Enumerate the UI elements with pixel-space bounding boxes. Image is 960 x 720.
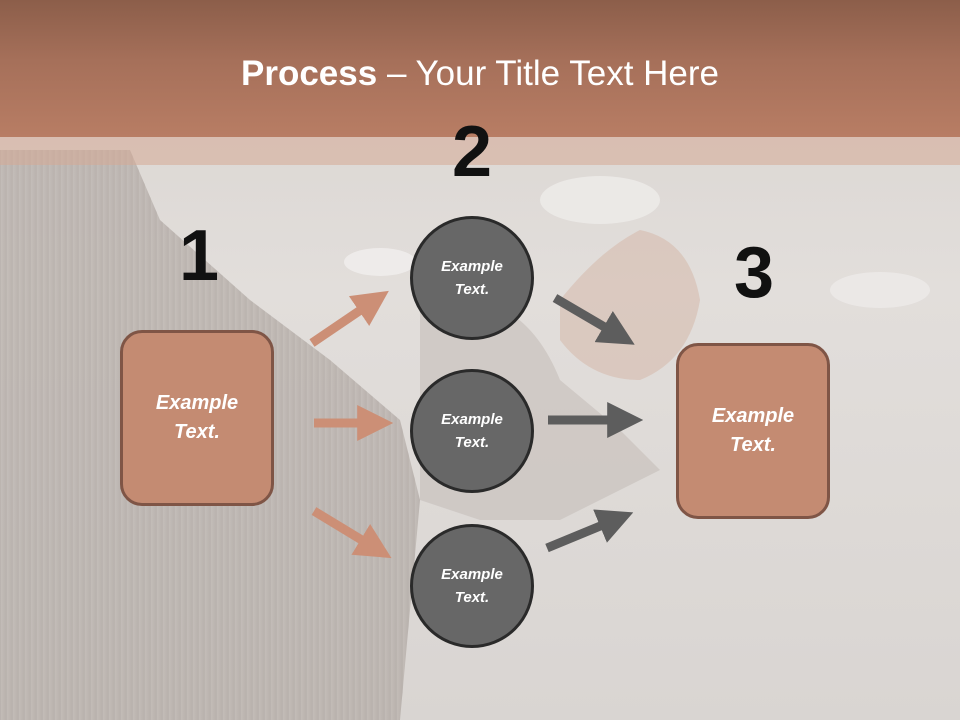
- left-text-box[interactable]: Example Text.: [120, 330, 274, 506]
- circle-bottom-line1: Example: [441, 566, 503, 583]
- title-bold: Process: [241, 54, 378, 93]
- title-rest: – Your Title Text Here: [377, 54, 719, 93]
- circle-middle-line1: Example: [441, 411, 503, 428]
- left-box-line1: Example: [155, 392, 239, 414]
- right-box-line2: Text.: [730, 434, 776, 456]
- step-number-2: 2: [451, 112, 493, 192]
- right-text-box[interactable]: Example Text.: [676, 343, 830, 519]
- circle-bottom[interactable]: Example Text.: [410, 524, 534, 648]
- slide-title: Process – Your Title Text Here: [0, 52, 960, 96]
- step-number-1: 1: [178, 216, 220, 296]
- circle-top[interactable]: Example Text.: [410, 216, 534, 340]
- circle-middle-line2: Text.: [454, 434, 490, 451]
- arrow-circle-top-to-box: [552, 294, 635, 345]
- right-box-line1: Example: [711, 405, 795, 427]
- circle-top-line2: Text.: [454, 281, 490, 298]
- circle-top-line1: Example: [441, 258, 503, 275]
- arrow-circle-bottom-to-box: [545, 509, 634, 553]
- arrow-box-to-circle-top: [309, 290, 389, 347]
- arrow-box-to-circle-bottom: [311, 507, 392, 559]
- circle-bottom-line2: Text.: [454, 589, 490, 606]
- left-box-line2: Text.: [174, 421, 220, 443]
- title-strip: [0, 137, 960, 165]
- circle-middle[interactable]: Example Text.: [410, 369, 534, 493]
- title-band: [0, 0, 960, 137]
- step-number-3: 3: [733, 233, 775, 313]
